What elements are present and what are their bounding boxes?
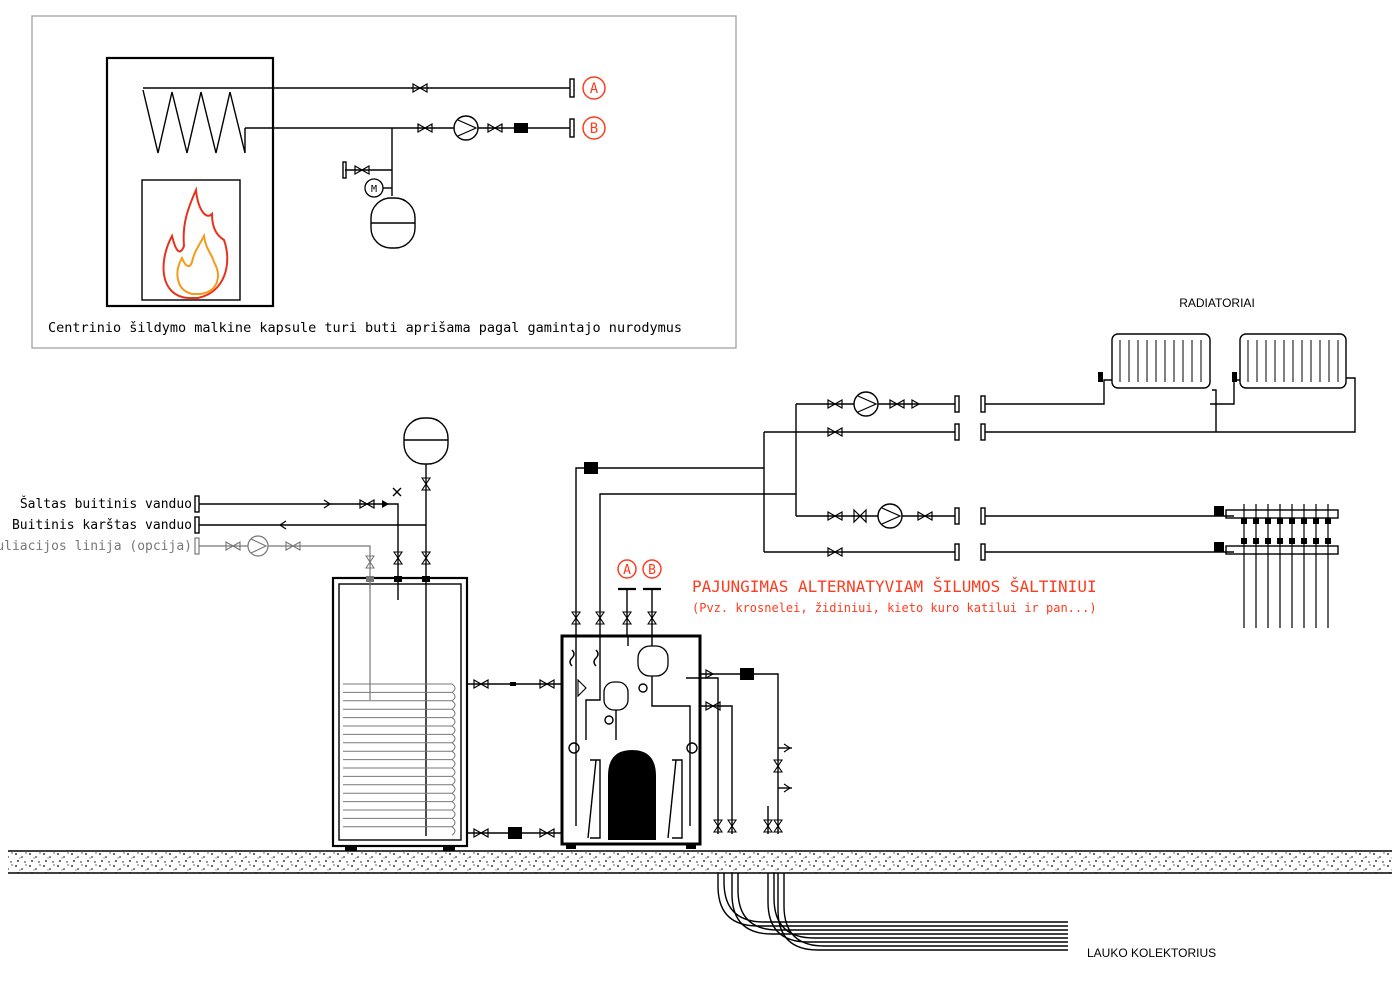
- pipe-recirculation: [199, 545, 371, 588]
- filter-icon: [508, 827, 522, 839]
- wood-boiler-casing: [105, 56, 275, 308]
- conn-b-label: B: [648, 563, 656, 578]
- heating-distribution: RADIATORIAI: [570, 296, 1356, 636]
- alt-source-note: (Pvz. krosnelei, židiniui, kieto kuro ka…: [692, 601, 1097, 615]
- radiators-label: RADIATORIAI: [1179, 296, 1255, 310]
- recirculation-label: Recirkuliacijos linija (opcija): [0, 539, 192, 554]
- connection-a-marker: [582, 76, 606, 100]
- connection-b-marker: [582, 116, 606, 140]
- connection-b-label: B: [590, 121, 598, 137]
- inset-frame: [31, 15, 737, 349]
- flange-hot-water: [194, 516, 200, 534]
- tank-coil: [343, 683, 456, 836]
- ground-layer: [8, 851, 1392, 873]
- inset-panel: A B M Centrinio šildymo malkine kapsule …: [31, 15, 737, 349]
- boiler-expansion-vessel: [603, 681, 629, 711]
- conn-a-marker: [617, 559, 637, 579]
- connection-a-label: A: [590, 81, 599, 97]
- hot-water-label: Buitinis karštas vanduo: [12, 518, 192, 533]
- field-collector-pipes: [686, 668, 1068, 951]
- valve-icon: [487, 122, 503, 134]
- valve-icon: [412, 82, 428, 94]
- tank-boiler-pipes: [467, 678, 562, 839]
- dhw-expansion-vessel: [403, 417, 449, 465]
- firebox: [141, 179, 241, 301]
- tank-inner: [338, 583, 462, 841]
- alt-source-connections: A B: [617, 559, 662, 636]
- radiator-pump-icon: [853, 391, 879, 417]
- inset-caption: Centrinio šildymo malkine kapsule turi b…: [48, 320, 682, 336]
- conn-a-label: A: [623, 563, 631, 578]
- valve-icon: [354, 164, 370, 176]
- alt-source-title: PAJUNGIMAS ALTERNATYVIAM ŠILUMOS ŠALTINI…: [692, 577, 1097, 596]
- flame-icon: [162, 186, 229, 299]
- gauge-label: M: [371, 184, 377, 195]
- boiler-expansion-vessel-2: [637, 645, 669, 677]
- safety-valve-icon: [392, 487, 402, 497]
- conn-b-marker: [642, 559, 662, 579]
- cold-water-label: Šaltas buitinis vanduo: [20, 496, 192, 512]
- radiator-2: [1239, 333, 1347, 389]
- field-collector-label: LAUKO KOLEKTORIUS: [1087, 946, 1216, 960]
- tank-outer: [331, 576, 469, 848]
- recirc-pump-icon: [247, 535, 269, 557]
- filter-icon: [514, 123, 528, 133]
- heat-exchanger-coil: [142, 89, 246, 154]
- flange-cold-water: [194, 495, 200, 513]
- floor-heating-manifold: [1214, 504, 1339, 628]
- flange-recirculation: [194, 537, 200, 555]
- floor-pump-icon: [877, 503, 903, 529]
- combustion-chamber: [608, 750, 656, 840]
- dhw-storage-tank: [331, 576, 469, 852]
- pipe-cold-water: [199, 503, 399, 582]
- pump-icon: [453, 115, 479, 141]
- valve-icon: [417, 122, 433, 134]
- boiler-unit: [560, 634, 702, 849]
- domestic-water-lines: Šaltas buitinis vanduo Buitinis karštas …: [0, 417, 449, 588]
- flange-b: [569, 118, 575, 138]
- boiler-casing: [560, 634, 702, 846]
- flange-a: [569, 78, 575, 98]
- radiator-1: [1111, 333, 1211, 389]
